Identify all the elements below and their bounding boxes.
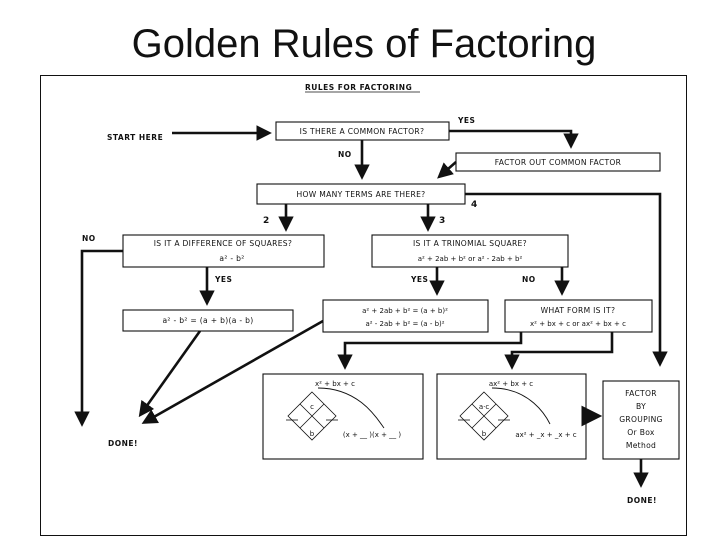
branch-label-2: 2 (263, 216, 269, 226)
yes-label-diff: YES (214, 275, 232, 284)
method1-result: (x + __ )(x + __ ) (343, 431, 402, 439)
method1-curve-arrow (317, 387, 385, 429)
method2-box (436, 373, 587, 460)
what-form-box (504, 299, 653, 333)
grouping-line-4: Or Box (627, 428, 655, 437)
trinomial-result-1: a² + 2ab + b² = (a + b)² (362, 307, 448, 315)
trinomial-square-box (371, 234, 569, 268)
done-label-right: DONE! (627, 496, 657, 505)
done-label-left: DONE! (108, 439, 138, 448)
method2-result: ax² + _x + _x + c (515, 431, 576, 439)
no-label-trinomial: NO (522, 275, 536, 284)
no-label-common: NO (338, 150, 352, 159)
method1-expr: x² + bx + c (315, 380, 355, 388)
diff-squares-box (122, 234, 325, 268)
method2-curve-arrow (491, 387, 551, 425)
trinomial-square-form: a² + 2ab + b² or a² - 2ab + b² (418, 255, 523, 263)
yes-arrow-common (449, 129, 579, 149)
yes-label-trinomial: YES (410, 275, 428, 284)
grouping-line-3: GROUPING (619, 415, 662, 424)
what-form-method2-arrow (504, 332, 614, 370)
no-arrow-diff (74, 249, 123, 427)
diff-result-done-arrow (138, 330, 202, 418)
branch-arrow-4 (465, 192, 668, 367)
what-form-forms: x² + bx + c or ax² + bx + c (530, 320, 626, 328)
common-factor-question: IS THERE A COMMON FACTOR? (300, 127, 425, 136)
grouping-line-1: FACTOR (625, 389, 657, 398)
diagram-title: RULES FOR FACTORING (305, 83, 412, 92)
method2-expr: ax² + bx + c (489, 380, 533, 388)
diff-squares-question: IS IT A DIFFERENCE OF SQUARES? (154, 239, 293, 248)
method1-b-label: b (310, 430, 315, 438)
trinomial-result-2: a² - 2ab + b² = (a - b)² (365, 320, 444, 328)
factor-out-text: FACTOR OUT COMMON FACTOR (495, 158, 622, 167)
what-form-question: WHAT FORM IS IT? (541, 306, 616, 315)
method2-diamond (458, 391, 510, 441)
trinomial-result-box (322, 299, 489, 333)
grouping-line-5: Method (626, 441, 656, 450)
slide-title: Golden Rules of Factoring (131, 22, 597, 66)
branch-label-3: 3 (439, 216, 445, 226)
method2-b-label: b (482, 430, 487, 438)
method1-c-label: c (310, 403, 314, 411)
trinomial-result-done-arrow (141, 319, 324, 424)
branch-label-4: 4 (471, 200, 477, 210)
method2-ac-label: a·c (479, 403, 490, 411)
method1-box (262, 373, 424, 460)
what-form-method1-arrow (337, 332, 523, 370)
diagram-frame (40, 75, 687, 536)
no-label-diff: NO (82, 234, 96, 243)
diff-squares-result: a² - b² = (a + b)(a - b) (162, 316, 253, 325)
diff-squares-form: a² - b² (219, 254, 244, 263)
grouping-box (602, 380, 680, 460)
factor-out-return-arrow (437, 161, 457, 179)
diff-squares-result-box (122, 309, 294, 332)
grouping-line-2: BY (636, 402, 646, 411)
start-label: START HERE (107, 133, 163, 142)
yes-label-common: YES (457, 116, 475, 125)
how-many-terms-question: HOW MANY TERMS ARE THERE? (296, 190, 425, 199)
method1-diamond (286, 391, 338, 441)
trinomial-square-question: IS IT A TRINOMIAL SQUARE? (413, 239, 527, 248)
